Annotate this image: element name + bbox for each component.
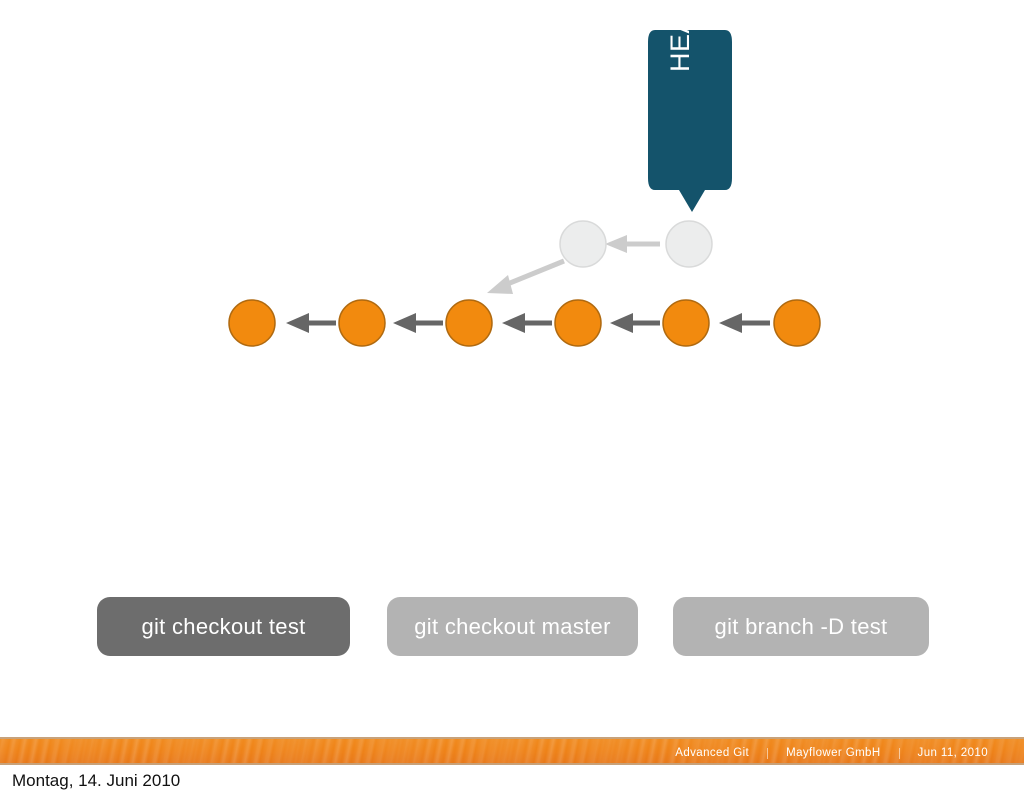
footer-date: Jun 11, 2010 — [917, 747, 988, 759]
gray-branch-arrows — [487, 235, 660, 294]
os-date-strip: Montag, 14. Juni 2010 — [0, 765, 1024, 796]
command-button-git-checkout-test[interactable]: git checkout test — [97, 597, 350, 656]
orange-commit-nodes — [228, 299, 821, 347]
head-callout-label: HEAD@{1} — [665, 0, 695, 72]
git-commit-graph — [228, 30, 821, 347]
footer-meta: Advanced Git Mayflower GmbH Jun 11, 2010 — [657, 739, 1006, 763]
gray-commit-nodes — [559, 220, 713, 268]
os-date-text: Montag, 14. Juni 2010 — [12, 770, 181, 790]
commit-node-orange — [228, 299, 276, 347]
commit-node-orange — [554, 299, 602, 347]
footer-separator — [898, 747, 900, 759]
footer-talk-title: Advanced Git — [675, 747, 750, 759]
commit-node-gray — [665, 220, 713, 268]
commit-node-orange — [773, 299, 821, 347]
commit-node-orange — [445, 299, 493, 347]
footer-company: Mayflower GmbH — [786, 747, 881, 759]
commit-node-orange — [338, 299, 386, 347]
commit-node-gray — [559, 220, 607, 268]
slide-canvas: HEAD@{1} git checkout test git checkout … — [97, 0, 929, 656]
footer-separator — [767, 747, 769, 759]
footer-band: Advanced Git Mayflower GmbH Jun 11, 2010 — [0, 737, 1024, 765]
head-callout-bubble — [648, 30, 732, 212]
command-button-git-branch-d-test[interactable]: git branch -D test — [673, 597, 929, 656]
commit-node-orange — [662, 299, 710, 347]
main-branch-arrows — [286, 313, 770, 333]
command-button-git-checkout-master[interactable]: git checkout master — [387, 597, 638, 656]
